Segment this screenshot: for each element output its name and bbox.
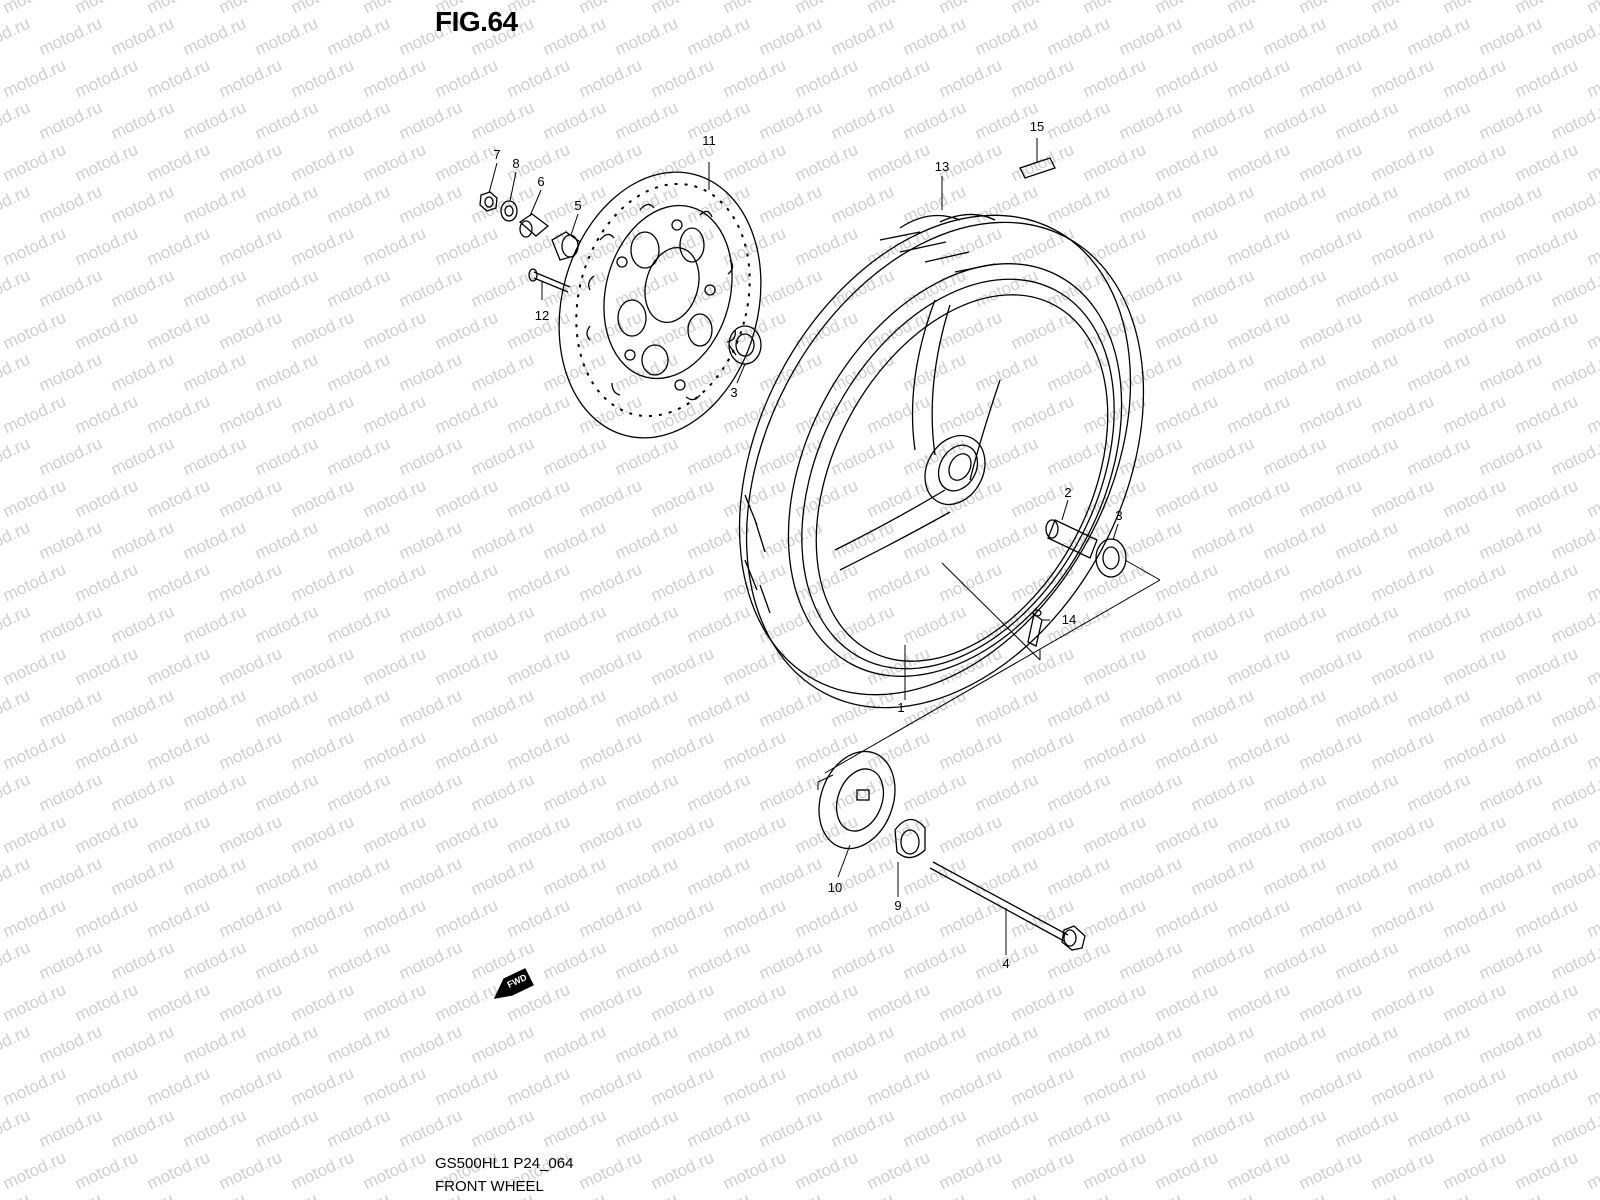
- axle: [929, 861, 1086, 951]
- reference-lines: [817, 559, 1161, 790]
- speedo-drive: [818, 750, 926, 859]
- model-code: GS500HL1 P24_064: [435, 1155, 574, 1172]
- callout-2: 2: [1064, 485, 1071, 500]
- figure-title: FIG.64: [435, 6, 518, 37]
- leader-lines: [488, 138, 1119, 955]
- disc-hardware: [479, 191, 581, 293]
- callout-labels: 1 2 3 3 4 5 6 7 8 9 10 11 12 13 14 15: [493, 119, 1122, 971]
- callout-8: 8: [512, 156, 519, 171]
- callout-1: 1: [897, 700, 904, 715]
- callout-11: 11: [702, 133, 716, 148]
- callout-3-upper: 3: [730, 385, 737, 400]
- brake-disc: [558, 171, 762, 439]
- callout-14: 14: [1062, 612, 1076, 627]
- wheel-assembly: [738, 213, 1145, 709]
- callout-9: 9: [894, 898, 901, 913]
- callout-7: 7: [493, 147, 500, 162]
- forward-arrow-icon: FWD: [493, 968, 534, 999]
- callout-15: 15: [1030, 119, 1044, 134]
- balance-weight: [1019, 157, 1056, 179]
- tire-valve: [1027, 609, 1043, 647]
- right-spacer-bearing: [1045, 519, 1127, 578]
- callout-10: 10: [828, 880, 842, 895]
- callout-4: 4: [1002, 956, 1009, 971]
- callout-3-right: 3: [1115, 508, 1122, 523]
- callout-12: 12: [535, 308, 549, 323]
- callout-13: 13: [935, 159, 949, 174]
- callout-5: 5: [574, 198, 581, 213]
- callout-6: 6: [537, 174, 544, 189]
- figure-name: FRONT WHEEL: [435, 1178, 544, 1195]
